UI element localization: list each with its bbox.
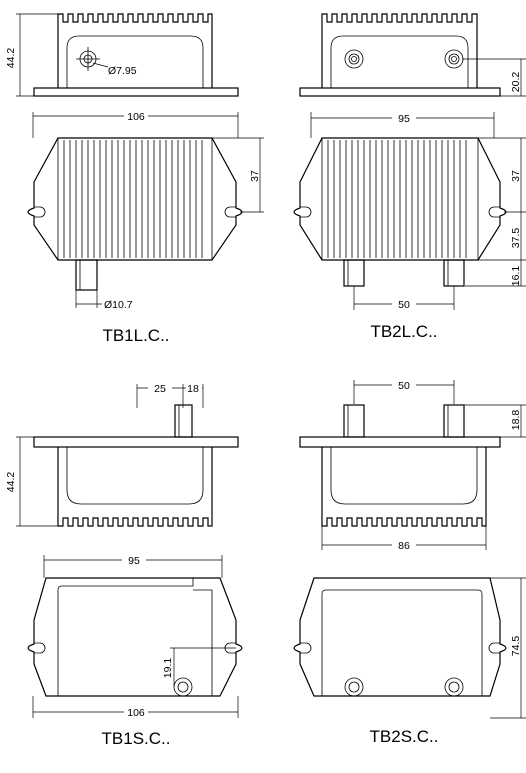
caption-tb1l: TB1L.C.. [102,326,169,345]
dim-tb1l-height: 44.2 [5,48,17,69]
tb2l-side-view: 20.2 [299,13,526,97]
dim-tb1s-106: 106 [127,707,145,719]
dim-tb1s-25: 25 [154,383,166,395]
tb2s-top-view: 74.5 [293,577,526,719]
dim-tb1l-right: 37 [249,170,261,182]
dim-tb2s-188: 18.8 [510,410,522,431]
caption-tb2s: TB2S.C.. [370,727,439,746]
tb1s-side-view: 25 18 44.2 [5,382,239,527]
dim-tb2l-37: 37 [510,170,522,182]
caption-tb2l: TB2L.C.. [370,322,437,341]
dim-tb1s-height: 44.2 [5,472,17,493]
dim-tb1s-191: 19.1 [162,658,174,679]
dim-tb2l-side: 20.2 [510,72,522,93]
dim-tb2l-375: 37.5 [510,228,522,249]
dim-tb2l-width: 95 [398,113,410,125]
dim-tb1s-18: 18 [187,383,199,395]
tb1l-top-view: 106 [27,110,264,311]
dim-tb2s-50: 50 [398,380,410,392]
dim-tb1s-95: 95 [128,555,140,567]
tb1s-top-view: 95 19.1 106 [27,554,243,719]
dim-tb1l-width: 106 [127,111,145,123]
dim-tb2l-161: 16.1 [510,266,522,287]
tb1l-side-view: Ø7.95 44.2 [5,13,239,97]
dim-tb1l-shaft: Ø10.7 [104,299,133,311]
tb2s-side-view: 50 18.8 86 [299,379,526,552]
tb2l-top-view: 95 [293,112,526,311]
dim-tb2l-spacing: 50 [398,299,410,311]
dim-tb2s-86: 86 [398,540,410,552]
dim-tb1l-hole: Ø7.95 [108,65,137,77]
caption-tb1s: TB1S.C.. [102,729,171,748]
dim-tb2s-745: 74.5 [510,636,522,657]
